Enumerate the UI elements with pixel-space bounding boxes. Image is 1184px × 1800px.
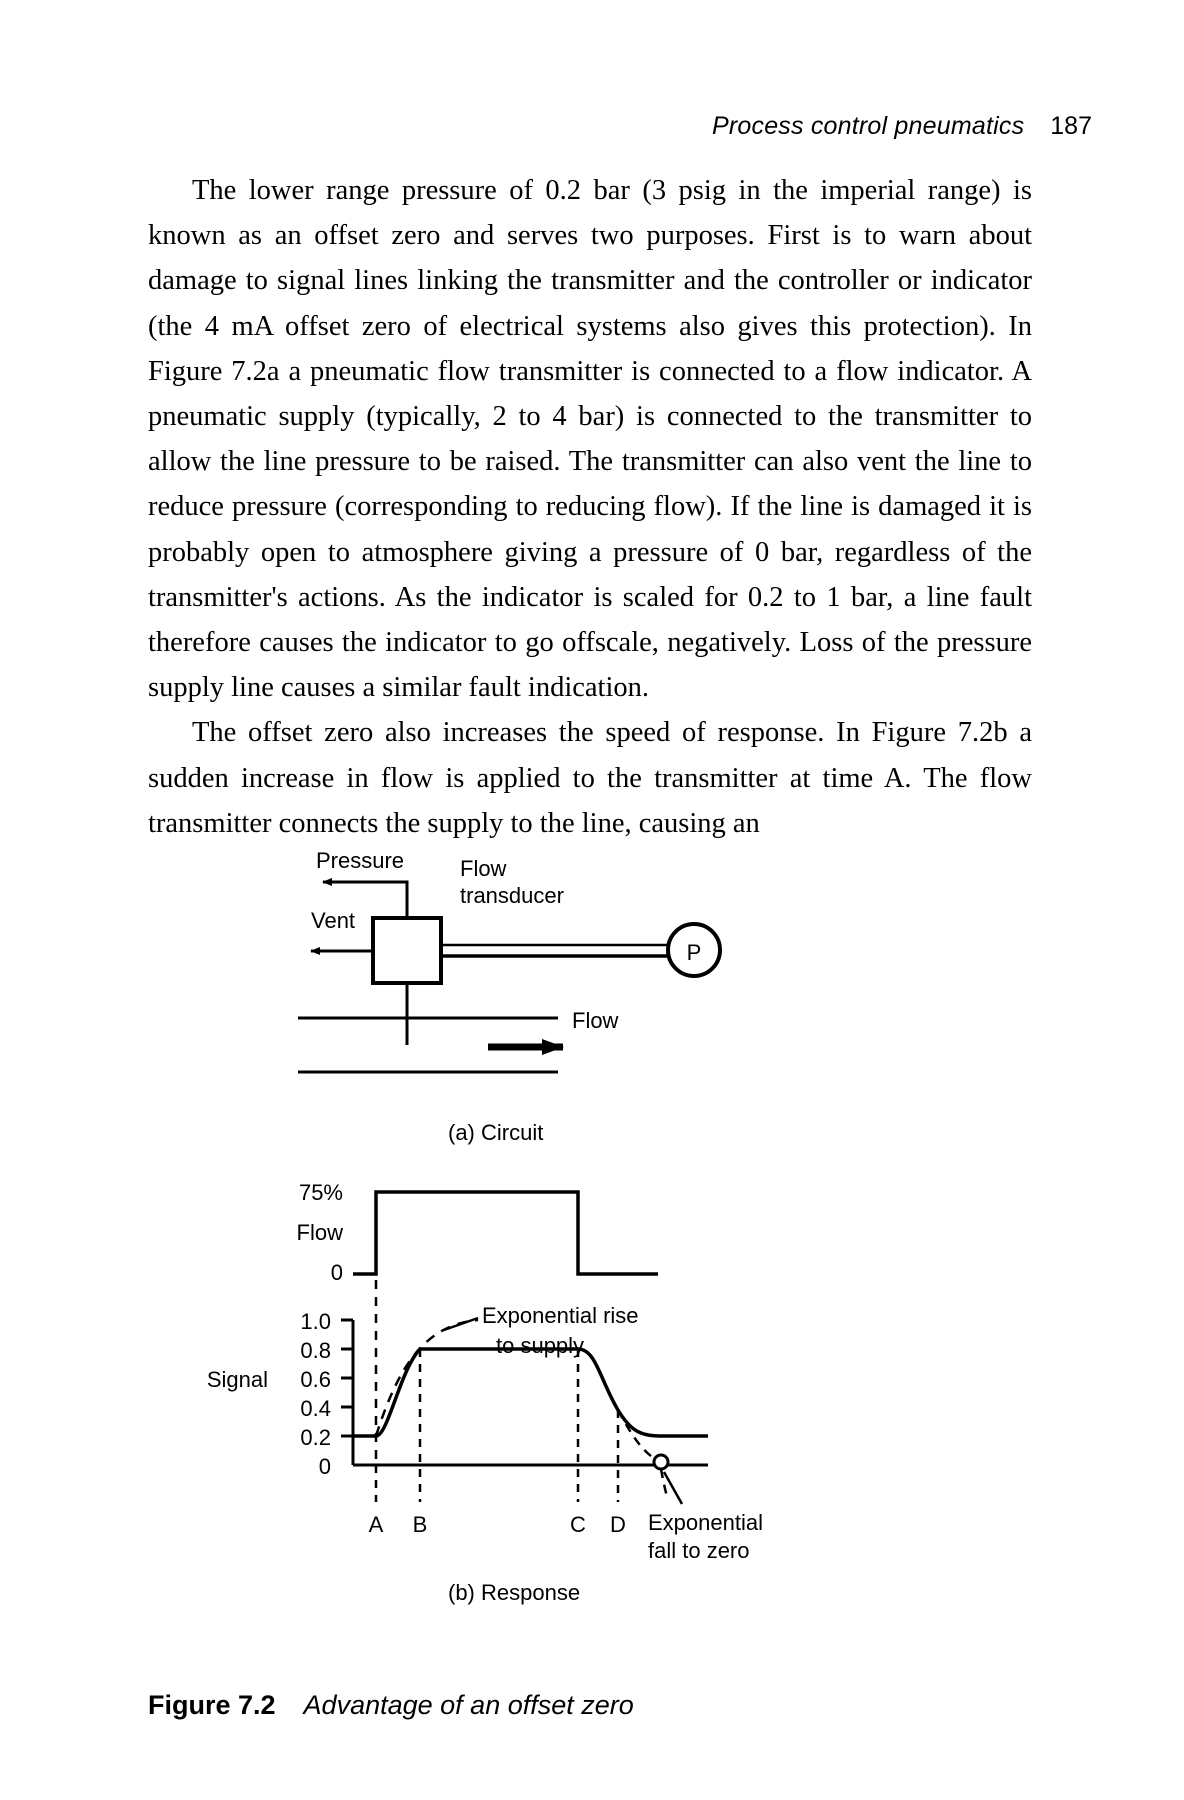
signal-ytick-label-5: 0 (319, 1454, 331, 1479)
signal-ytick-label-2: 0.6 (300, 1367, 331, 1392)
exponential-rise-label-line2: to supply (496, 1333, 584, 1358)
figure-graphic: Pressure Vent P Flow transducer (148, 840, 1032, 1680)
figure-svg: Pressure Vent P Flow transducer (207, 848, 763, 1605)
exponential-rise-dashed (374, 1318, 479, 1437)
flow-axis-label: Flow (297, 1220, 344, 1245)
body-text-column: The lower range pressure of 0.2 bar (3 p… (148, 168, 1032, 846)
flow-transducer-box (371, 916, 443, 985)
page-number: 187 (1050, 112, 1092, 140)
time-marker-label-b: B (413, 1512, 428, 1537)
paragraph-2: The offset zero also increases the speed… (148, 717, 1032, 839)
rise-annotation-leader (443, 1316, 479, 1332)
signal-ytick-label-4: 0.2 (300, 1425, 331, 1450)
pressure-indicator-circle (666, 922, 722, 978)
signal-ytick-label-1: 0.8 (300, 1338, 331, 1363)
response-diagram: 75% Flow 0 (207, 1180, 763, 1605)
figure-caption: Figure 7.2 Advantage of an offset zero (148, 1690, 634, 1721)
flow-transducer-label-line1: Flow (460, 856, 507, 881)
signal-response-trace (353, 1347, 708, 1438)
flow-label: Flow (572, 1008, 619, 1033)
signal-ytick-label-0: 1.0 (300, 1309, 331, 1334)
fall-annotation-leader (662, 1471, 684, 1505)
flow-transducer-label-line2: transducer (460, 883, 564, 908)
fall-to-zero-marker (652, 1453, 670, 1471)
pressure-label: Pressure (316, 848, 404, 873)
figure-caption-number: Figure 7.2 (148, 1690, 276, 1720)
flow-step-trace (353, 1190, 658, 1276)
pressure-indicator-label: P (687, 940, 702, 965)
signal-axis-label: Signal (207, 1367, 268, 1392)
time-marker-label-d: D (610, 1512, 626, 1537)
flow-top-tick-label: 75% (299, 1180, 343, 1205)
time-marker-label-c: C (570, 1512, 586, 1537)
circuit-subcaption: (a) Circuit (448, 1120, 543, 1145)
paragraph-1: The lower range pressure of 0.2 bar (3 p… (148, 175, 1032, 704)
figure-7-2: Pressure Vent P Flow transducer (148, 840, 1032, 1680)
pressure-supply-line (322, 878, 409, 918)
exponential-fall-dashed (616, 1409, 661, 1464)
signal-ytick-label-3: 0.4 (300, 1396, 331, 1421)
flow-zero-tick-label: 0 (331, 1260, 343, 1285)
exponential-fall-label-line2: fall to zero (648, 1538, 750, 1563)
response-subcaption: (b) Response (448, 1580, 580, 1605)
circuit-diagram: Pressure Vent P Flow transducer (298, 848, 722, 1145)
figure-caption-text: Advantage of an offset zero (303, 1690, 634, 1720)
exponential-fall-tail (659, 1468, 670, 1501)
time-marker-label-a: A (369, 1512, 384, 1537)
vent-label: Vent (311, 908, 355, 933)
exponential-fall-label-line1: Exponential (648, 1510, 763, 1535)
running-head-title: Process control pneumatics (712, 112, 1025, 140)
running-head: Process control pneumatics 187 (0, 112, 1092, 141)
exponential-rise-label-line1: Exponential rise (482, 1303, 639, 1328)
